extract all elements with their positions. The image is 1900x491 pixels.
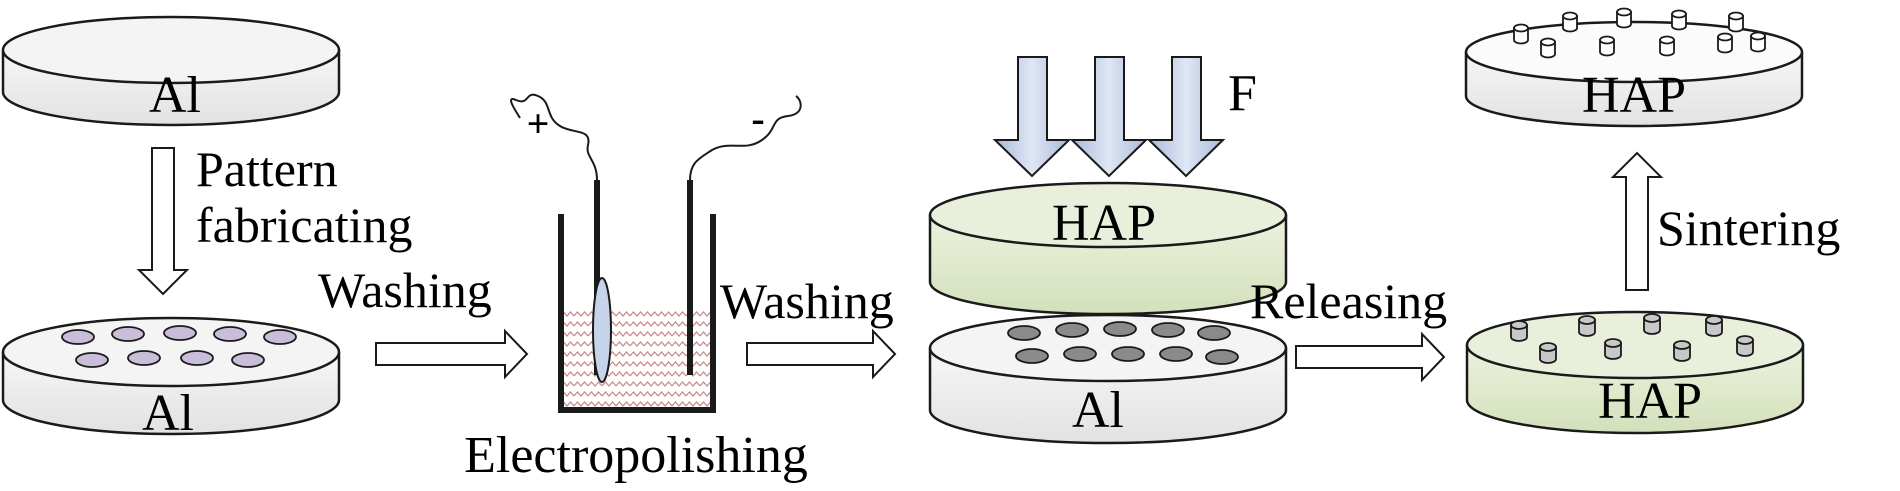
force-arrow-1 [992, 56, 1072, 178]
washing-label-1: Washing [318, 262, 492, 318]
hap-disk-pressing: HAP [928, 181, 1288, 316]
al-disk-raw: Al [1, 15, 341, 127]
sintering-label: Sintering [1657, 200, 1840, 256]
al-disk-patterned-label: Al [142, 385, 194, 442]
hap-disk-sintered: HAP [1464, 7, 1804, 128]
electrolyte [563, 308, 711, 410]
hap-disk-released-label: HAP [1598, 373, 1702, 430]
negative-wire [689, 95, 802, 181]
positive-wire [510, 93, 598, 181]
releasing-label: Releasing [1250, 273, 1447, 329]
washing-label-2: Washing [720, 273, 894, 329]
washing-arrow-1 [375, 328, 529, 380]
minus-sign: - [751, 96, 764, 141]
force-arrows [992, 56, 1226, 178]
sintering-arrow [1610, 151, 1664, 291]
pattern-fabricating-label-line1: Pattern [196, 141, 338, 197]
hap-disk-pressing-label: HAP [1052, 195, 1156, 252]
hap-disk-sintered-label: HAP [1582, 67, 1686, 124]
electropolishing-label: Electropolishing [464, 427, 808, 484]
al-disk-raw-label: Al [149, 67, 201, 124]
force-label: F [1228, 65, 1257, 122]
al-mold-pressed: Al [928, 313, 1288, 445]
force-arrow-3 [1146, 56, 1226, 178]
force-arrow-2 [1069, 56, 1149, 178]
sintered-pillars [1513, 7, 1766, 59]
al-disk-patterned: Al [1, 316, 341, 442]
pattern-fabricating-label-line2: fabricating [196, 197, 413, 253]
al-mold-pressed-label: Al [1072, 382, 1124, 439]
releasing-arrow [1295, 331, 1446, 383]
sample-electrode [592, 277, 612, 383]
hap-pillars [1510, 313, 1754, 364]
washing-arrow-2 [746, 328, 897, 380]
pattern-wells [61, 325, 297, 368]
electropolishing-beaker: + - [510, 93, 802, 413]
mold-wells [1007, 321, 1239, 365]
hap-disk-released: HAP [1465, 310, 1805, 435]
plus-sign: + [527, 101, 550, 146]
pattern-fabricating-arrow [136, 147, 190, 296]
